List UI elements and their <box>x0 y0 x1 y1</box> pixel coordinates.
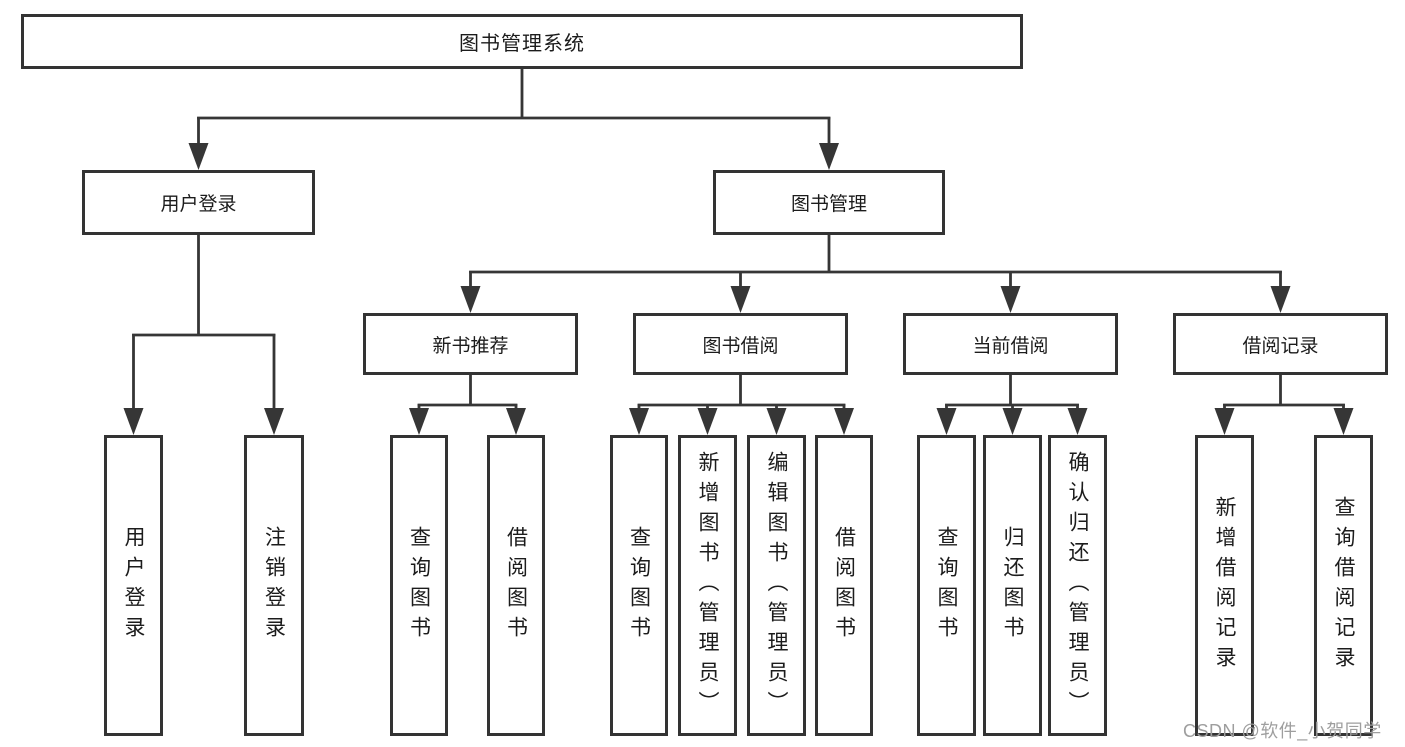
node-leaf-bb-add: 新增图书（管理员） <box>678 435 737 736</box>
node-label-leaf-cb-query: 查询图书 <box>935 525 958 646</box>
node-label-user-login: 用户登录 <box>160 194 237 215</box>
node-leaf-cb-query: 查询图书 <box>917 435 976 736</box>
node-book-borrow: 图书借阅 <box>633 313 848 375</box>
node-leaf-user-login: 用户登录 <box>104 435 163 736</box>
node-label-leaf-nb-borrow: 借阅图书 <box>504 525 528 646</box>
node-label-leaf-bb-edit: 编辑图书（管理员） <box>765 450 788 721</box>
node-label-current-borrow: 当前借阅 <box>972 335 1049 357</box>
node-leaf-cb-return: 归还图书 <box>983 435 1042 736</box>
node-label-leaf-user-login: 用户登录 <box>122 525 145 646</box>
node-label-leaf-cb-return: 归还图书 <box>1001 525 1024 646</box>
node-label-leaf-bb-add: 新增图书（管理员） <box>696 450 719 721</box>
node-leaf-bb-edit: 编辑图书（管理员） <box>747 435 806 736</box>
node-user-login: 用户登录 <box>82 170 315 235</box>
node-label-leaf-cb-confirm: 确认归还（管理员） <box>1066 450 1089 721</box>
node-book-mgmt: 图书管理 <box>713 170 945 235</box>
node-label-root: 图书管理系统 <box>459 33 585 55</box>
node-root: 图书管理系统 <box>21 14 1023 69</box>
node-leaf-logout: 注销登录 <box>244 435 304 736</box>
node-current-borrow: 当前借阅 <box>903 313 1118 375</box>
node-label-leaf-br-add: 新增借阅记录 <box>1213 495 1236 676</box>
node-label-new-book-rec: 新书推荐 <box>432 335 509 357</box>
node-label-book-mgmt: 图书管理 <box>790 194 867 215</box>
node-leaf-nb-borrow: 借阅图书 <box>487 435 545 736</box>
node-label-leaf-bb-query: 查询图书 <box>627 525 651 646</box>
node-label-book-borrow: 图书借阅 <box>702 335 779 357</box>
node-label-leaf-logout: 注销登录 <box>262 525 286 646</box>
node-label-leaf-bb-borrow: 借阅图书 <box>832 525 856 646</box>
watermark: CSDN @软件_小贺同学 <box>1183 721 1382 741</box>
node-label-leaf-nb-query: 查询图书 <box>407 525 431 646</box>
node-new-book-rec: 新书推荐 <box>363 313 578 375</box>
node-borrow-records: 借阅记录 <box>1173 313 1388 375</box>
node-leaf-cb-confirm: 确认归还（管理员） <box>1048 435 1107 736</box>
node-label-leaf-br-query: 查询借阅记录 <box>1332 495 1355 676</box>
node-leaf-br-add: 新增借阅记录 <box>1195 435 1254 736</box>
node-leaf-nb-query: 查询图书 <box>390 435 448 736</box>
node-leaf-bb-borrow: 借阅图书 <box>815 435 873 736</box>
node-leaf-br-query: 查询借阅记录 <box>1314 435 1373 736</box>
node-label-borrow-records: 借阅记录 <box>1242 335 1319 357</box>
node-leaf-bb-query: 查询图书 <box>610 435 668 736</box>
